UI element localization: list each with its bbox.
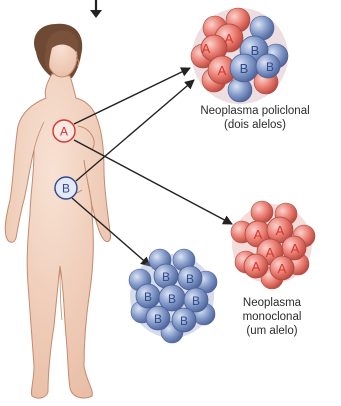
- poly-label-2: A: [202, 41, 211, 56]
- monoclonal-caption-line2: monoclonal: [224, 310, 320, 324]
- monoclonal-a-cluster: A A A A A A: [231, 201, 315, 289]
- mono-b-label-3: B: [144, 290, 152, 304]
- body-cell-a-label: A: [60, 125, 68, 139]
- mono-b-label-4: B: [168, 292, 176, 306]
- polyclonal-caption-line1: Neoplasma policlonal: [170, 104, 340, 118]
- poly-label-1: A: [225, 31, 234, 46]
- mono-a-label-1: A: [254, 227, 263, 242]
- mono-a-label-6: A: [278, 261, 287, 276]
- mono-a-label-3: A: [291, 241, 300, 256]
- monoclonal-caption: Neoplasma monoclonal (um alelo): [224, 296, 320, 338]
- polyclonal-cluster: A A A B B B: [191, 8, 288, 104]
- mono-a-label-5: A: [252, 259, 261, 274]
- mono-b-label-6: B: [154, 312, 162, 326]
- poly-label-5: B: [240, 61, 249, 76]
- mono-b-label-7: B: [180, 314, 188, 328]
- body-cell-b-label: B: [62, 182, 70, 196]
- monoclonal-caption-line3: (um alelo): [224, 324, 320, 338]
- poly-label-4: B: [251, 43, 260, 58]
- mono-b-label-5: B: [192, 294, 200, 308]
- monoclonal-caption-line1: Neoplasma: [224, 296, 320, 310]
- mono-b-label-1: B: [162, 270, 170, 284]
- mono-a-label-2: A: [276, 223, 285, 238]
- human-figure: [5, 24, 110, 398]
- polyclonal-caption: Neoplasma policlonal (dois alelos): [170, 104, 340, 132]
- polyclonal-caption-line2: (dois alelos): [170, 118, 340, 132]
- entry-arrow: [90, 0, 102, 18]
- body-cell-b: B: [55, 177, 77, 199]
- monoclonal-b-cluster: B B B B B B B: [129, 249, 217, 343]
- mono-a-label-4: A: [266, 245, 275, 260]
- poly-label-3: A: [218, 63, 227, 78]
- mono-b-label-2: B: [186, 272, 194, 286]
- poly-label-6: B: [266, 60, 274, 74]
- body-cell-a: A: [53, 120, 75, 142]
